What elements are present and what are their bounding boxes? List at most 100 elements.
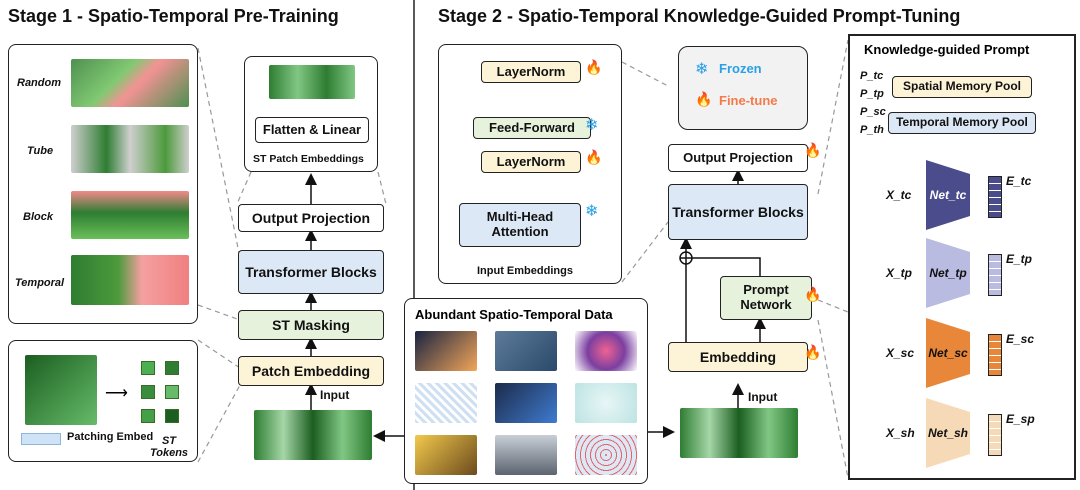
knowledge-panel: Knowledge-guided Prompt P_tc P_tp P_sc P…: [848, 34, 1076, 480]
snowflake-icon: ❄: [585, 203, 599, 220]
zoom-line: [236, 171, 252, 205]
output-projection-box-2: Output Projection: [668, 144, 808, 172]
zoom-line: [197, 47, 241, 259]
arrow-right-icon: ⟶: [105, 385, 128, 402]
net-sc-block: Net_sc: [926, 318, 970, 388]
zoom-line: [377, 171, 387, 205]
input-volume-image: [25, 355, 97, 425]
taxi-image: [415, 435, 477, 475]
patch-strip-image: [269, 65, 355, 99]
st-tokens-label: ST Tokens: [149, 435, 189, 460]
net-tp-block: Net_tp: [926, 238, 970, 308]
zoom-line: [197, 384, 241, 463]
legend-frozen-label: Frozen: [719, 61, 762, 76]
net-sh-block: Net_sh: [926, 398, 970, 468]
graph-image: [575, 383, 637, 423]
token-cube-icon: [165, 361, 179, 375]
snowflake-icon: ❄: [585, 117, 599, 134]
token-cube-icon: [165, 409, 179, 423]
stage2-title: Stage 2 - Spatio-Temporal Knowledge-Guid…: [438, 6, 961, 26]
knowledge-panel-title: Knowledge-guided Prompt: [864, 42, 1030, 57]
e-tc-label: E_tc: [1006, 174, 1032, 188]
p-tc-label: P_tc: [860, 70, 884, 82]
token-cube-icon: [141, 409, 155, 423]
input-embeddings-label: Input Embeddings: [477, 265, 573, 277]
output-projection-box-1: Output Projection: [238, 204, 384, 232]
fire-icon: 🔥: [695, 91, 713, 107]
x-tc-label: X_tc: [886, 188, 912, 202]
e-sp-vector: [988, 414, 1002, 456]
data-panel: Abundant Spatio-Temporal Data: [404, 298, 648, 484]
st-patch-embeddings-label: ST Patch Embeddings: [253, 153, 364, 165]
legend-finetune-label: Fine-tune: [719, 93, 778, 108]
e-tc-vector: [988, 176, 1002, 218]
stage1-title: Stage 1 - Spatio-Temporal Pre-Training: [8, 6, 339, 26]
fire-icon: 🔥: [804, 344, 822, 360]
patching-panel: ⟶ Patching Embed ST Tokens: [8, 340, 198, 462]
road-map-image: [415, 383, 477, 423]
p-th-label: P_th: [860, 124, 884, 136]
token-cube-icon: [165, 385, 179, 399]
e-sc-vector: [988, 334, 1002, 376]
layernorm-mid-box: LayerNorm: [481, 151, 581, 173]
embedding-box: Embedding: [668, 342, 808, 372]
input-label-1: Input: [320, 388, 350, 402]
data-panel-title: Abundant Spatio-Temporal Data: [415, 307, 613, 322]
p-tp-label: P_tp: [860, 88, 884, 100]
transformer-blocks-box-1: Transformer Blocks: [238, 250, 384, 294]
layernorm-top-box: LayerNorm: [481, 61, 581, 83]
tube-mask-image: [71, 125, 189, 173]
zoom-line: [197, 304, 241, 321]
mask-label-block: Block: [23, 211, 53, 223]
block-mask-image: [71, 191, 189, 239]
fire-icon: 🔥: [804, 142, 822, 158]
x-sc-label: X_sc: [886, 346, 915, 360]
masking-strategies-panel: Random Tube Block Temporal: [8, 44, 198, 324]
fire-icon: 🔥: [585, 149, 603, 165]
bike-share-image: [495, 331, 557, 371]
x-sh-label: X_sh: [886, 426, 915, 440]
fire-icon: 🔥: [804, 286, 822, 302]
patch-embedding-box: Patch Embedding: [238, 356, 384, 386]
temporal-memory-pool-box: Temporal Memory Pool: [888, 112, 1036, 134]
transformer-blocks-box-2: Transformer Blocks: [668, 184, 808, 240]
mask-label-temporal: Temporal: [15, 277, 65, 289]
st-masking-box: ST Masking: [238, 310, 384, 340]
e-sc-label: E_sc: [1006, 332, 1035, 346]
random-mask-image: [71, 59, 189, 107]
token-cube-icon: [141, 385, 155, 399]
flatten-linear-box: Flatten & Linear: [255, 117, 369, 143]
zoom-line: [817, 39, 849, 195]
prompt-network-box: Prompt Network: [720, 276, 812, 320]
air-pollution-image: [495, 435, 557, 475]
multi-head-attention-box: Multi-Head Attention: [459, 203, 581, 247]
line-prompt-to-plus: [692, 257, 761, 276]
input-volume-image-2: [680, 408, 798, 458]
net-tc-block: Net_tc: [926, 160, 970, 230]
scatter-map-image: [575, 435, 637, 475]
zoom-line: [621, 61, 669, 87]
patching-embed-label: Patching Embed: [67, 431, 154, 443]
patching-embed-icon: [21, 433, 61, 445]
city-night-image: [415, 331, 477, 371]
zoom-line: [817, 319, 849, 479]
e-tp-vector: [988, 254, 1002, 296]
legend-panel: ❄ Frozen 🔥 Fine-tune: [678, 46, 808, 130]
input-label-2: Input: [748, 390, 778, 404]
fire-icon: 🔥: [585, 59, 603, 75]
mask-label-tube: Tube: [27, 145, 54, 157]
e-sp-label: E_sp: [1006, 412, 1035, 426]
snowflake-icon: ❄: [695, 61, 709, 78]
mask-label-random: Random: [17, 77, 61, 89]
zoom-line: [197, 339, 241, 369]
zoom-line: [621, 221, 669, 283]
p-sc-label: P_sc: [860, 106, 886, 118]
feed-forward-box: Feed-Forward: [473, 117, 591, 139]
transformer-detail-panel: LayerNorm 🔥 Feed-Forward ❄ LayerNorm 🔥 M…: [438, 44, 622, 284]
zoom-line: [817, 299, 849, 313]
input-volume-image-1: [254, 410, 372, 460]
temporal-mask-image: [71, 255, 189, 305]
token-cube-icon: [141, 361, 155, 375]
flatten-panel: Flatten & Linear ST Patch Embeddings: [244, 56, 378, 172]
x-tp-label: X_tp: [886, 266, 913, 280]
